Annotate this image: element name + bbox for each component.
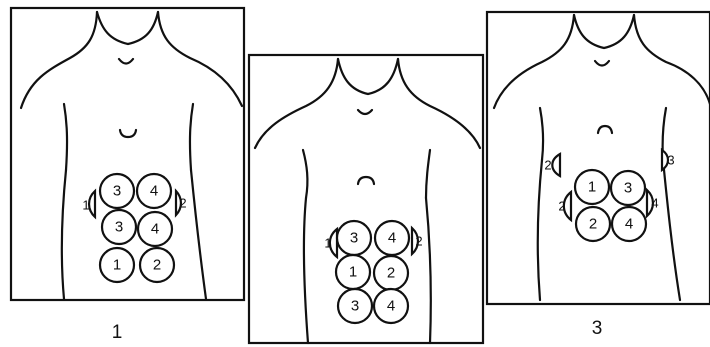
panel-3-injection-sites: 2 3 2 1 3 4 2 (544, 150, 674, 241)
panel-1-side-site-left: 1 (82, 191, 95, 217)
panel-2-site-label: 1 (349, 264, 357, 281)
panel-2-site-label: 4 (387, 298, 395, 315)
panel-1-site-label: 4 (150, 183, 158, 200)
panel-1-site: 4 (138, 212, 172, 246)
panel-3-frame (487, 12, 710, 304)
panel-1-site-label: 2 (179, 196, 186, 211)
panel-3-site-label: 2 (558, 199, 565, 214)
panel-3-site-label: 4 (651, 196, 658, 211)
panel-2-site-label: 3 (350, 230, 358, 247)
panel-1-site: 1 (100, 248, 134, 282)
panel-3-side-site-upper-right: 3 (662, 150, 675, 170)
panel-3-site-label: 2 (544, 158, 551, 173)
panel-3-side-site-lower-right: 4 (647, 190, 659, 216)
panel-1-site-label: 2 (153, 257, 161, 274)
panel-2-site: 4 (374, 289, 408, 323)
panel-1-caption: 1 (112, 322, 123, 343)
panel-3-site-label: 3 (667, 153, 674, 168)
panel-2: 1 3 4 2 1 2 3 (249, 55, 483, 343)
panel-2-side-site-left: 1 (324, 229, 337, 257)
panel-3-torso-outline (494, 15, 710, 300)
panel-1-side-site-right: 2 (176, 191, 187, 215)
panel-1-site: 3 (102, 210, 136, 244)
panel-3-caption: 3 (592, 318, 603, 339)
panel-3-site-label: 2 (589, 216, 597, 233)
panel-1-site: 3 (100, 174, 134, 208)
panel-2-site-label: 4 (388, 230, 396, 247)
panel-2-site: 1 (336, 255, 370, 289)
panel-2-site: 4 (375, 221, 409, 255)
panel-3-site: 4 (612, 207, 646, 241)
panel-3: 2 3 2 1 3 4 2 (487, 12, 710, 339)
panel-2-site: 2 (374, 256, 408, 290)
panel-2-site: 3 (338, 289, 372, 323)
panel-3-side-site-lower-left: 2 (558, 192, 571, 220)
panel-1-site: 2 (140, 248, 174, 282)
panel-1-site-label: 3 (115, 219, 123, 236)
panel-2-site-label: 3 (351, 298, 359, 315)
panel-2-injection-sites: 1 3 4 2 1 2 3 (324, 221, 422, 323)
panel-1-site-label: 1 (82, 198, 89, 213)
panel-3-site-label: 3 (624, 180, 632, 197)
panel-1-site-label: 3 (113, 183, 121, 200)
panel-2-site: 3 (337, 221, 371, 255)
panel-2-side-site-right: 2 (412, 228, 423, 254)
panel-1-site-label: 1 (113, 257, 121, 274)
panel-2-site-label: 2 (415, 234, 422, 249)
panel-1-site-label: 4 (151, 221, 159, 238)
panel-1-injection-sites: 1 3 4 2 3 4 1 (82, 174, 186, 282)
panel-1-site: 4 (137, 174, 171, 208)
panel-2-site-label: 1 (324, 236, 331, 251)
panel-3-site: 1 (575, 170, 609, 204)
panel-3-site-label: 4 (625, 216, 633, 233)
panel-3-site-label: 1 (588, 179, 596, 196)
panel-3-site: 2 (576, 207, 610, 241)
panel-2-site-label: 2 (387, 265, 395, 282)
panel-1: 1 3 4 2 3 4 1 (11, 8, 244, 343)
panel-3-site: 3 (611, 171, 645, 205)
panel-3-side-site-upper-left: 2 (544, 154, 560, 176)
